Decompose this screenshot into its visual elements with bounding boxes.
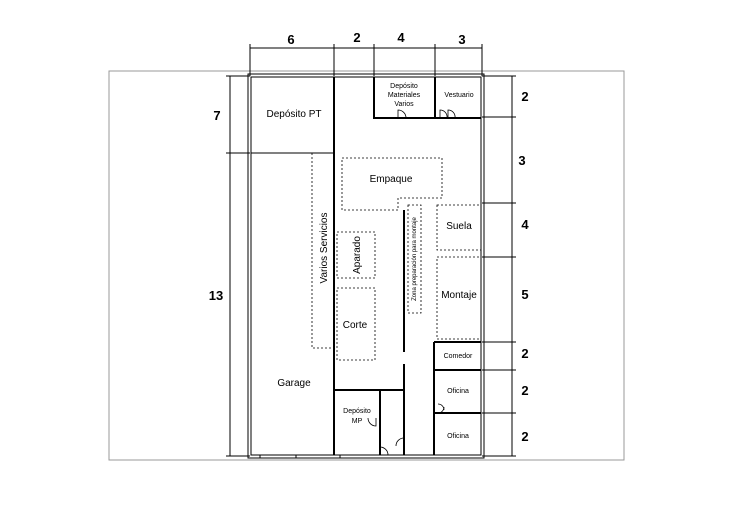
right-dimension-lines — [482, 75, 516, 457]
dim-right-3: 4 — [521, 217, 529, 232]
dim-right-5: 2 — [521, 346, 528, 361]
dim-top-2: 2 — [353, 30, 360, 45]
dim-left-1: 7 — [213, 108, 220, 123]
page-frame — [108, 70, 625, 461]
building-outline — [247, 73, 485, 459]
left-dimension-lines — [226, 75, 250, 457]
dim-right-1: 2 — [521, 89, 528, 104]
door-swings — [367, 109, 456, 456]
room-montaje: Montaje — [441, 290, 477, 301]
room-oficina-2: Oficina — [447, 433, 469, 440]
dim-top-1: 6 — [287, 32, 294, 47]
room-corte: Corte — [343, 320, 368, 331]
room-empaque: Empaque — [370, 174, 413, 185]
room-zona-preparacion: Zona preparación para montaje — [412, 216, 418, 300]
room-suela: Suela — [446, 221, 472, 232]
dim-right-7: 2 — [521, 429, 528, 444]
dim-right-2: 3 — [518, 153, 525, 168]
room-garage: Garage — [277, 378, 311, 389]
room-deposito-materiales-line3: Varios — [394, 101, 414, 108]
room-deposito-materiales-line1: Depósito — [390, 83, 418, 90]
dim-top-4: 3 — [458, 32, 465, 47]
room-vestuario: Vestuario — [444, 92, 473, 99]
room-deposito-mp-line1: Depósito — [343, 408, 371, 415]
dim-right-4: 5 — [521, 287, 528, 302]
room-comedor: Comedor — [444, 353, 473, 360]
room-deposito-materiales-line2: Materiales — [388, 92, 421, 99]
dim-right-6: 2 — [521, 383, 528, 398]
bottom-door-gaps — [259, 455, 341, 458]
room-deposito-pt: Depósito PT — [266, 109, 321, 120]
dim-left-2: 13 — [209, 288, 223, 303]
room-varios-servicios: Varios Servicios — [319, 213, 330, 284]
room-aparado: Aparado — [352, 236, 363, 274]
dim-top-3: 4 — [397, 30, 405, 45]
room-deposito-mp-line2: MP — [352, 418, 363, 425]
room-oficina-1: Oficina — [447, 388, 469, 395]
top-dimension-lines — [249, 44, 483, 76]
interior-walls — [333, 77, 481, 455]
dashed-zones — [311, 152, 482, 361]
